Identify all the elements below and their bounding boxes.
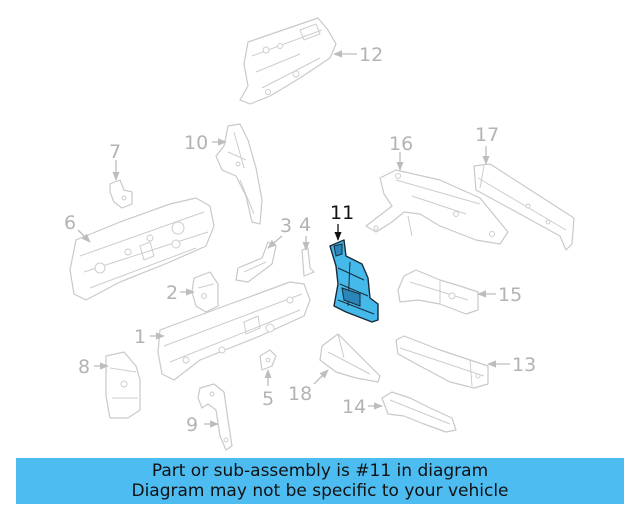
callout-number: 7 xyxy=(109,141,121,163)
callout-8: 8 xyxy=(78,356,109,378)
part-10[interactable] xyxy=(215,123,263,225)
callout-number: 10 xyxy=(184,132,208,154)
callout-number: 9 xyxy=(186,414,198,436)
callout-15: 15 xyxy=(477,284,522,306)
part-13[interactable] xyxy=(395,335,489,389)
callout-12: 12 xyxy=(333,44,383,66)
info-banner: Part or sub-assembly is #11 in diagram D… xyxy=(16,458,624,504)
part-6[interactable] xyxy=(69,197,215,301)
callout-number: 5 xyxy=(262,388,274,410)
callout-3: 3 xyxy=(267,215,292,249)
callout-number: 13 xyxy=(512,354,536,376)
part-1[interactable] xyxy=(157,281,311,381)
part-15[interactable] xyxy=(397,269,479,315)
callout-14: 14 xyxy=(342,396,383,418)
part-5[interactable] xyxy=(259,349,277,371)
callout-2: 2 xyxy=(166,282,195,304)
callout-13: 13 xyxy=(487,354,536,376)
callout-6: 6 xyxy=(64,212,91,243)
part-9[interactable] xyxy=(197,383,233,451)
callout-17: 17 xyxy=(475,124,499,165)
part-2[interactable] xyxy=(191,271,219,313)
callout-4: 4 xyxy=(299,214,311,251)
callout-number: 17 xyxy=(475,124,499,146)
callout-number: 1 xyxy=(134,326,146,348)
callout-number-highlighted: 11 xyxy=(330,202,354,224)
part-17[interactable] xyxy=(473,163,575,251)
part-8[interactable] xyxy=(105,351,141,419)
part-18[interactable] xyxy=(319,333,381,383)
callout-number: 16 xyxy=(389,133,413,155)
callout-number: 2 xyxy=(166,282,178,304)
part-4[interactable] xyxy=(301,247,315,277)
callout-1: 1 xyxy=(134,326,165,348)
part-12[interactable] xyxy=(239,17,337,105)
callout-5: 5 xyxy=(262,369,274,410)
part-7[interactable] xyxy=(109,179,133,209)
callout-number: 6 xyxy=(64,212,76,234)
callout-number: 3 xyxy=(280,215,292,237)
callout-number: 4 xyxy=(299,214,311,236)
callout-number: 15 xyxy=(498,284,522,306)
callout-number: 8 xyxy=(78,356,90,378)
part-3[interactable] xyxy=(235,241,277,283)
callout-11: 11 xyxy=(330,202,354,241)
banner-line-2: Diagram may not be specific to your vehi… xyxy=(131,481,509,501)
callout-10: 10 xyxy=(184,132,227,154)
callout-number: 18 xyxy=(288,383,312,405)
callout-9: 9 xyxy=(186,414,219,436)
banner-line-1: Part or sub-assembly is #11 in diagram xyxy=(151,461,489,481)
part-11-highlighted[interactable] xyxy=(329,239,379,323)
part-16[interactable] xyxy=(365,169,509,245)
callout-16: 16 xyxy=(389,133,413,171)
part-14[interactable] xyxy=(381,391,457,433)
callout-7: 7 xyxy=(109,141,121,181)
callout-18: 18 xyxy=(288,369,329,405)
callout-number: 12 xyxy=(359,44,383,66)
callout-number: 14 xyxy=(342,396,366,418)
